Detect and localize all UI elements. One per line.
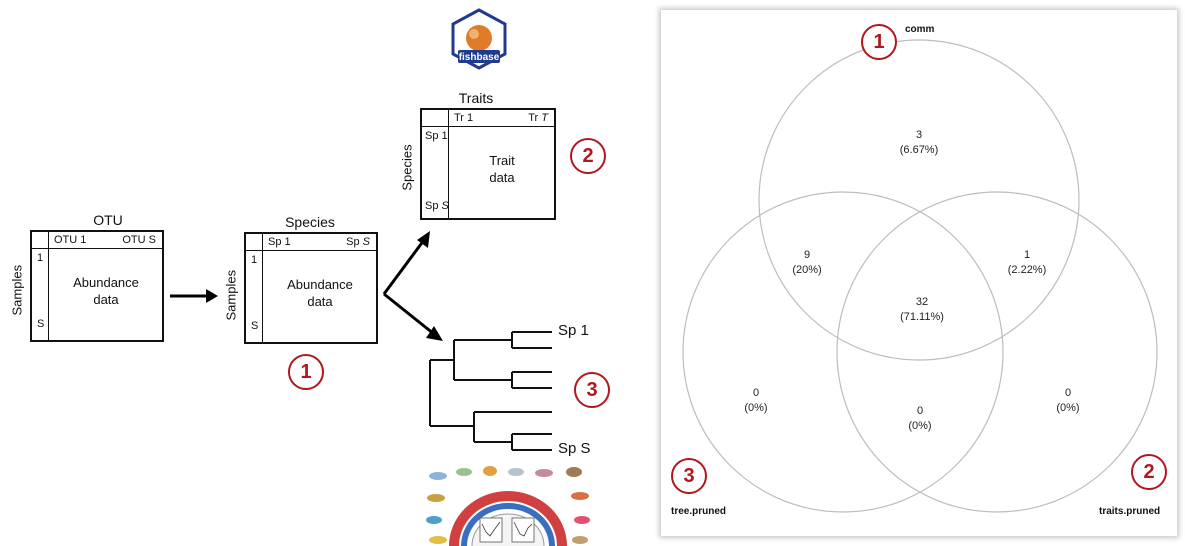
otu-row-first: 1 xyxy=(37,252,44,264)
trait-body: Trait data xyxy=(450,152,554,186)
arrow-otu-to-species xyxy=(170,289,218,303)
phylogenetic-tree xyxy=(429,331,552,451)
trait-col-last-italic: T xyxy=(541,112,548,124)
species-col-last-prefix: Sp xyxy=(346,236,363,248)
trait-badge: 2 xyxy=(570,138,606,174)
trait-body-line2: data xyxy=(489,170,515,185)
venn-region-traits-only: 0 (0%) xyxy=(1033,386,1103,416)
venn-circle-tree xyxy=(682,191,1004,513)
trait-row-last: Sp S xyxy=(425,200,449,212)
venn-circle-traits xyxy=(836,191,1158,513)
tree-badge: 3 xyxy=(574,372,610,408)
trait-row-first: Sp 1 xyxy=(425,130,448,142)
trait-col-first: Tr 1 xyxy=(454,112,474,124)
otu-body: Abundance data xyxy=(50,274,162,308)
species-row-last: S xyxy=(251,320,259,332)
venn-region-traits-tree: 0 (0%) xyxy=(885,404,955,434)
venn-set-name-comm: comm xyxy=(905,24,935,35)
venn-badge-traits: 2 xyxy=(1131,454,1167,490)
venn-badge-comm: 1 xyxy=(861,24,897,60)
otu-col-last: OTU S xyxy=(122,234,156,246)
venn-region-traits-tree-pct: (0%) xyxy=(908,420,932,432)
trait-matrix: Tr 1 Tr T Sp 1 Sp S Trait data xyxy=(420,108,556,220)
venn-badge-tree: 3 xyxy=(671,458,707,494)
species-col-last-italic: S xyxy=(362,236,370,248)
species-col-first: Sp 1 xyxy=(268,236,291,248)
trait-row-axis-label: Species xyxy=(399,144,415,191)
otu-matrix-title: OTU xyxy=(93,212,123,228)
venn-region-all-three: 32 (71.11%) xyxy=(877,295,967,325)
otu-row-axis-label: Samples xyxy=(9,264,25,316)
otu-body-line1: Abundance xyxy=(73,275,139,290)
venn-region-tree-only-pct: (0%) xyxy=(744,402,768,414)
species-body-line1: Abundance xyxy=(287,277,353,292)
venn-circle-comm xyxy=(758,39,1080,361)
venn-region-comm-traits-pct: (2.22%) xyxy=(1007,264,1047,276)
trait-row-last-italic: S xyxy=(441,200,449,212)
venn-region-comm-tree-count: 9 xyxy=(803,249,811,261)
fish-icons xyxy=(426,466,590,544)
venn-region-tree-only: 0 (0%) xyxy=(721,386,791,416)
species-body-line2: data xyxy=(307,294,333,309)
fishbase-logo: fishbase xyxy=(451,8,507,70)
species-row-first: 1 xyxy=(251,254,258,266)
venn-region-comm-tree-pct: (20%) xyxy=(792,264,822,276)
venn-region-traits-only-count: 0 xyxy=(1064,387,1072,399)
species-row-axis-label: Samples xyxy=(223,269,239,321)
venn-region-tree-only-count: 0 xyxy=(752,387,760,399)
venn-set-name-tree: tree.pruned xyxy=(671,506,727,517)
species-body: Abundance data xyxy=(264,276,376,310)
venn-region-traits-only-pct: (0%) xyxy=(1056,402,1080,414)
species-matrix-title: Species xyxy=(285,214,335,230)
venn-region-traits-tree-count: 0 xyxy=(916,405,924,417)
venn-region-comm-only-count: 3 xyxy=(915,129,923,141)
venn-region-comm-only-pct: (6.67%) xyxy=(899,144,939,156)
fish-tree-of-life-image xyxy=(424,462,592,546)
venn-region-comm-traits: 1 (2.22%) xyxy=(987,248,1067,278)
otu-body-line2: data xyxy=(93,292,119,307)
otu-matrix: OTU 1 OTU S 1 S Abundance data xyxy=(30,230,164,342)
species-col-last: Sp S xyxy=(346,236,370,248)
venn-diagram-panel: comm traits.pruned tree.pruned 1 2 3 3 (… xyxy=(661,10,1177,536)
trait-body-line1: Trait xyxy=(489,153,515,168)
trait-col-last: Tr T xyxy=(528,112,548,124)
venn-region-all-three-count: 32 xyxy=(915,296,929,308)
tree-tip-last: Sp S xyxy=(558,440,591,457)
otu-row-last: S xyxy=(37,318,45,330)
fishbase-logo-text: fishbase xyxy=(459,52,500,63)
species-badge: 1 xyxy=(288,354,324,390)
tree-tip-first: Sp 1 xyxy=(558,322,589,339)
venn-circles xyxy=(682,39,1158,513)
trait-row-last-prefix: Sp xyxy=(425,200,442,212)
species-matrix: Sp 1 Sp S 1 S Abundance data xyxy=(244,232,378,344)
trait-matrix-title: Traits xyxy=(458,90,494,106)
venn-region-comm-only: 3 (6.67%) xyxy=(869,128,969,158)
arrows-species-to-traits-and-tree xyxy=(382,231,443,341)
venn-region-comm-tree: 9 (20%) xyxy=(767,248,847,278)
trait-col-last-prefix: Tr xyxy=(528,112,542,124)
venn-region-all-three-pct: (71.11%) xyxy=(900,311,944,323)
venn-set-name-traits: traits.pruned xyxy=(1099,506,1161,517)
venn-region-comm-traits-count: 1 xyxy=(1023,249,1031,261)
otu-col-first: OTU 1 xyxy=(54,234,87,246)
